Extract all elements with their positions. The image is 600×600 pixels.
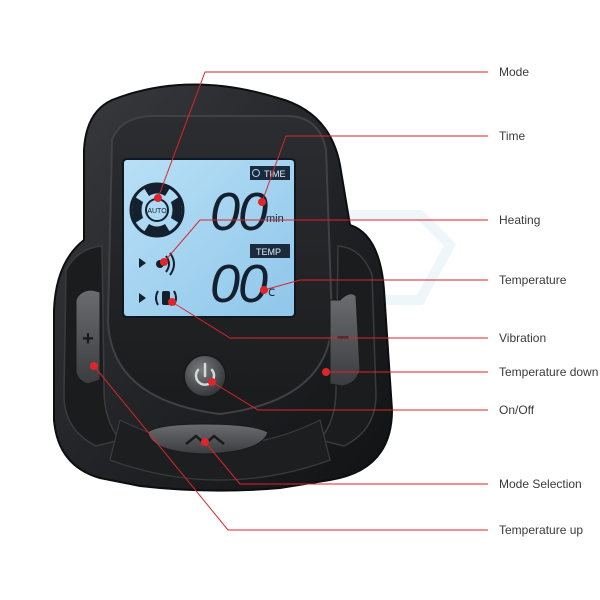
callout-dots [90,194,330,446]
callout-temperature: Temperature [499,273,567,287]
temp-label: TEMP [256,247,281,257]
temp-value: 00 [210,254,268,314]
dot-temperature-up [90,362,98,370]
leader-on-off [211,381,488,411]
callout-heating: Heating [499,213,541,227]
callout-on-off: On/Off [499,403,535,417]
leader-mode [157,71,488,199]
watermark [330,210,457,305]
mode-dial: AUTO [129,182,185,238]
dot-time [258,198,266,206]
callout-mode: Mode [499,65,530,79]
time-label: TIME [264,169,286,179]
on-off-button[interactable] [183,354,227,398]
leader-temperature-up [93,365,488,531]
callout-temperature-up: Temperature up [499,523,584,537]
power-icon [194,362,216,386]
plus-symbol: + [82,328,94,350]
time-header: TIME [250,166,290,180]
leader-vibration [171,301,488,339]
dot-on-off [208,378,216,386]
dot-mode-selection [201,438,209,446]
callout-leader-lines [93,71,488,531]
leader-heating [163,219,488,263]
temp-unit: ℃ [264,288,275,299]
lcd-screen [122,158,296,318]
leader-temperature [263,279,488,291]
callout-temperature-down: Temperature down [499,365,599,379]
callout-time: Time [499,129,526,143]
leader-mode-selection [204,441,488,485]
leader-time [261,135,488,203]
dot-mode [154,194,162,202]
temp-header: TEMP [250,244,290,258]
dot-temperature-down [322,368,330,376]
dot-vibration [168,298,176,306]
time-value: 00 [210,182,268,242]
temperature-up-button[interactable]: + [75,289,101,385]
callout-vibration: Vibration [499,331,547,345]
auto-label: AUTO [147,208,167,215]
dot-heating [160,258,168,266]
callout-mode-selection: Mode Selection [499,477,582,491]
time-unit: min [266,213,284,225]
dot-temperature [260,286,268,294]
